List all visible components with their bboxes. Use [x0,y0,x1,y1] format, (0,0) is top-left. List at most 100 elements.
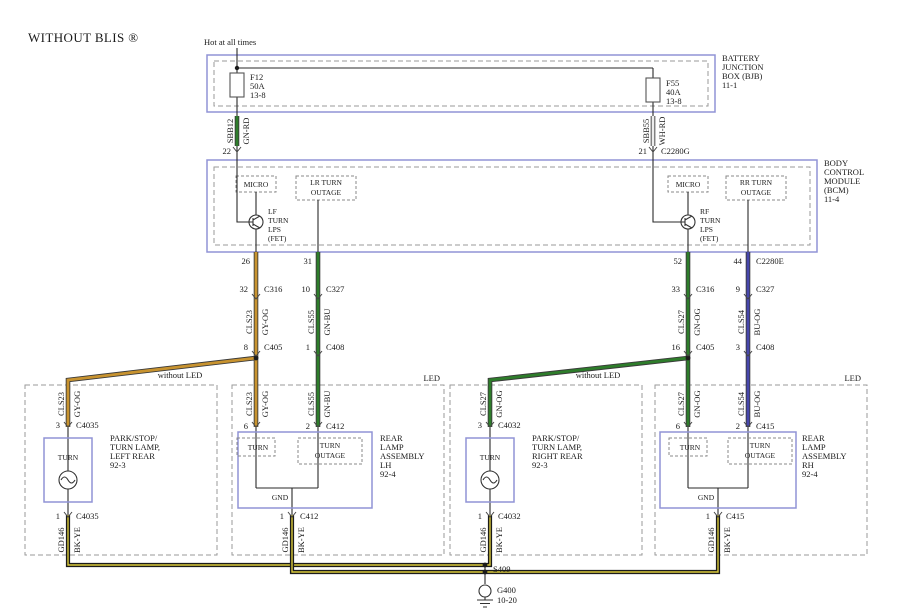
led-rh-name: REAR [802,433,825,443]
connector-label: C4035 [76,511,99,521]
connector-c408-b-icon [313,350,323,357]
lamp-internal-wires [67,427,749,515]
led-rh-name: RH [802,460,814,470]
branch-label-without-led-left: without LED [158,370,203,380]
circuit-label: CLS27 [676,392,686,416]
connector-label: C412 [326,421,344,431]
connector-c415-turn-icon [683,421,693,428]
connector-c4032-out-icon [485,511,495,518]
circuit-label: GD146 [56,527,66,552]
circuit-label: CLS23 [244,310,254,334]
lamp-rh-name: 92-3 [532,460,548,470]
connector-label: C408 [326,342,344,352]
led-lh-outage-label: OUTAGE [315,451,346,460]
led-lh-box [237,431,373,509]
bcm-lf-fet-label: LPS [268,225,281,234]
fuse-f55-amps: 40A [666,87,682,97]
bcm-rr-outage-box [725,175,787,201]
connector-label: C316 [264,284,282,294]
connector-c4032-in-icon [485,421,495,428]
splice-s409-dot [482,569,488,575]
connector-c415-out-icon [713,511,723,518]
bcm-label: MODULE [824,176,860,186]
junction-dot [685,355,691,361]
fuse-f12-amps: 50A [250,81,266,91]
splice-s409-label: S409 [493,564,510,574]
bulb-lh-icon [58,470,78,490]
connector-label: C4035 [76,420,99,430]
circuit-label: SBB55 [641,119,651,144]
circuit-label: CLS54 [736,391,746,416]
wire-gy-og-outline [65,252,259,427]
bjb-label: JUNCTION [722,62,764,72]
lamp-rh-turn-label: TURN [480,453,501,462]
bcm-label: (BCM) [824,185,849,195]
wire-gn-og-outline [487,252,691,427]
branch-label-led-left: LED [423,373,440,383]
connector-label: C415 [756,421,774,431]
led-lh-outage-label: TURN [320,441,341,450]
lamp-rh-name: RIGHT REAR [532,451,583,461]
junction-dot [234,65,240,71]
region-without-led-left [24,384,218,556]
connector-label: C405 [264,342,282,352]
lamp-lh-name: 92-3 [110,460,126,470]
branch-label-without-led-right: without LED [576,370,621,380]
bcm-lf-fet-label: (FET) [268,234,287,243]
fuse-f12-label: F12 [250,72,263,82]
bcm-rf-fet-label: RF [700,207,709,216]
connector-label: C408 [756,342,774,352]
connector-label: C327 [326,284,344,294]
wire-color-label: BU-OG [752,309,762,336]
led-rh-turn-box [668,437,708,457]
bcm-lf-fet-label: TURN [268,216,289,225]
pin-label: 33 [672,284,681,294]
bcm-right-micro-label: MICRO [676,180,701,189]
connector-c2280g-icon [648,146,658,153]
circuit-label: SBB12 [225,119,235,144]
connector-label: C2280E [756,256,784,266]
circuit-label: CLS27 [676,310,686,334]
wire-bk-ye-bus1 [65,515,493,568]
wire-color-label: GN-RD [241,118,251,145]
fuse-f12-icon [229,72,245,98]
connector-c327-b-icon [313,293,323,300]
pin-label: 1 [706,511,710,521]
wire-bk-ye-bus1-stripe [67,515,491,566]
led-rh-outage-box [727,437,793,465]
bcm-label: CONTROL [824,167,864,177]
led-lh-turn-label: TURN [248,443,269,452]
ground-g400-label: G400 [497,585,516,595]
bulb-lh-filament [60,476,76,484]
bcm-lf-fet-label: LF [268,207,277,216]
fuse-f55-label: F55 [666,78,679,88]
bjb-inner-box [213,60,709,107]
led-rh-turn-label: TURN [680,443,701,452]
transistor-rf-glyph [681,215,693,229]
connector-pin22-icon [232,146,242,153]
fuse-f12-ref: 13-8 [250,90,266,100]
bcm-outer-box [206,159,818,253]
wire-color-label: GY-OG [72,391,82,417]
bjb-label: BATTERY [722,53,760,63]
transistor-lf-glyph [249,215,261,229]
bulb-rh-icon [480,470,500,490]
wire-color-label: BK-YE [494,527,504,553]
region-without-led-right [449,384,643,556]
pin-label: 1 [56,511,60,521]
bcm-rr-outage-label: OUTAGE [741,188,772,197]
wire-color-label: GN-BU [322,391,332,418]
bcm-lr-outage-label: LR TURN [310,178,342,187]
wire-color-label: WH-RD [657,117,667,146]
connector-c4035-out-icon [63,511,73,518]
pin-label: 3 [478,420,482,430]
connector-c412-turn-icon [251,421,261,428]
bcm-lr-outage-label: OUTAGE [311,188,342,197]
ground-hatch-icon [477,599,493,608]
branch-label-led-right: LED [844,373,861,383]
connector-c405-c-icon [683,350,693,357]
pin-label: 26 [242,256,251,266]
pin-label: 3 [56,420,60,430]
wire-color-label: GN-OG [692,308,702,335]
